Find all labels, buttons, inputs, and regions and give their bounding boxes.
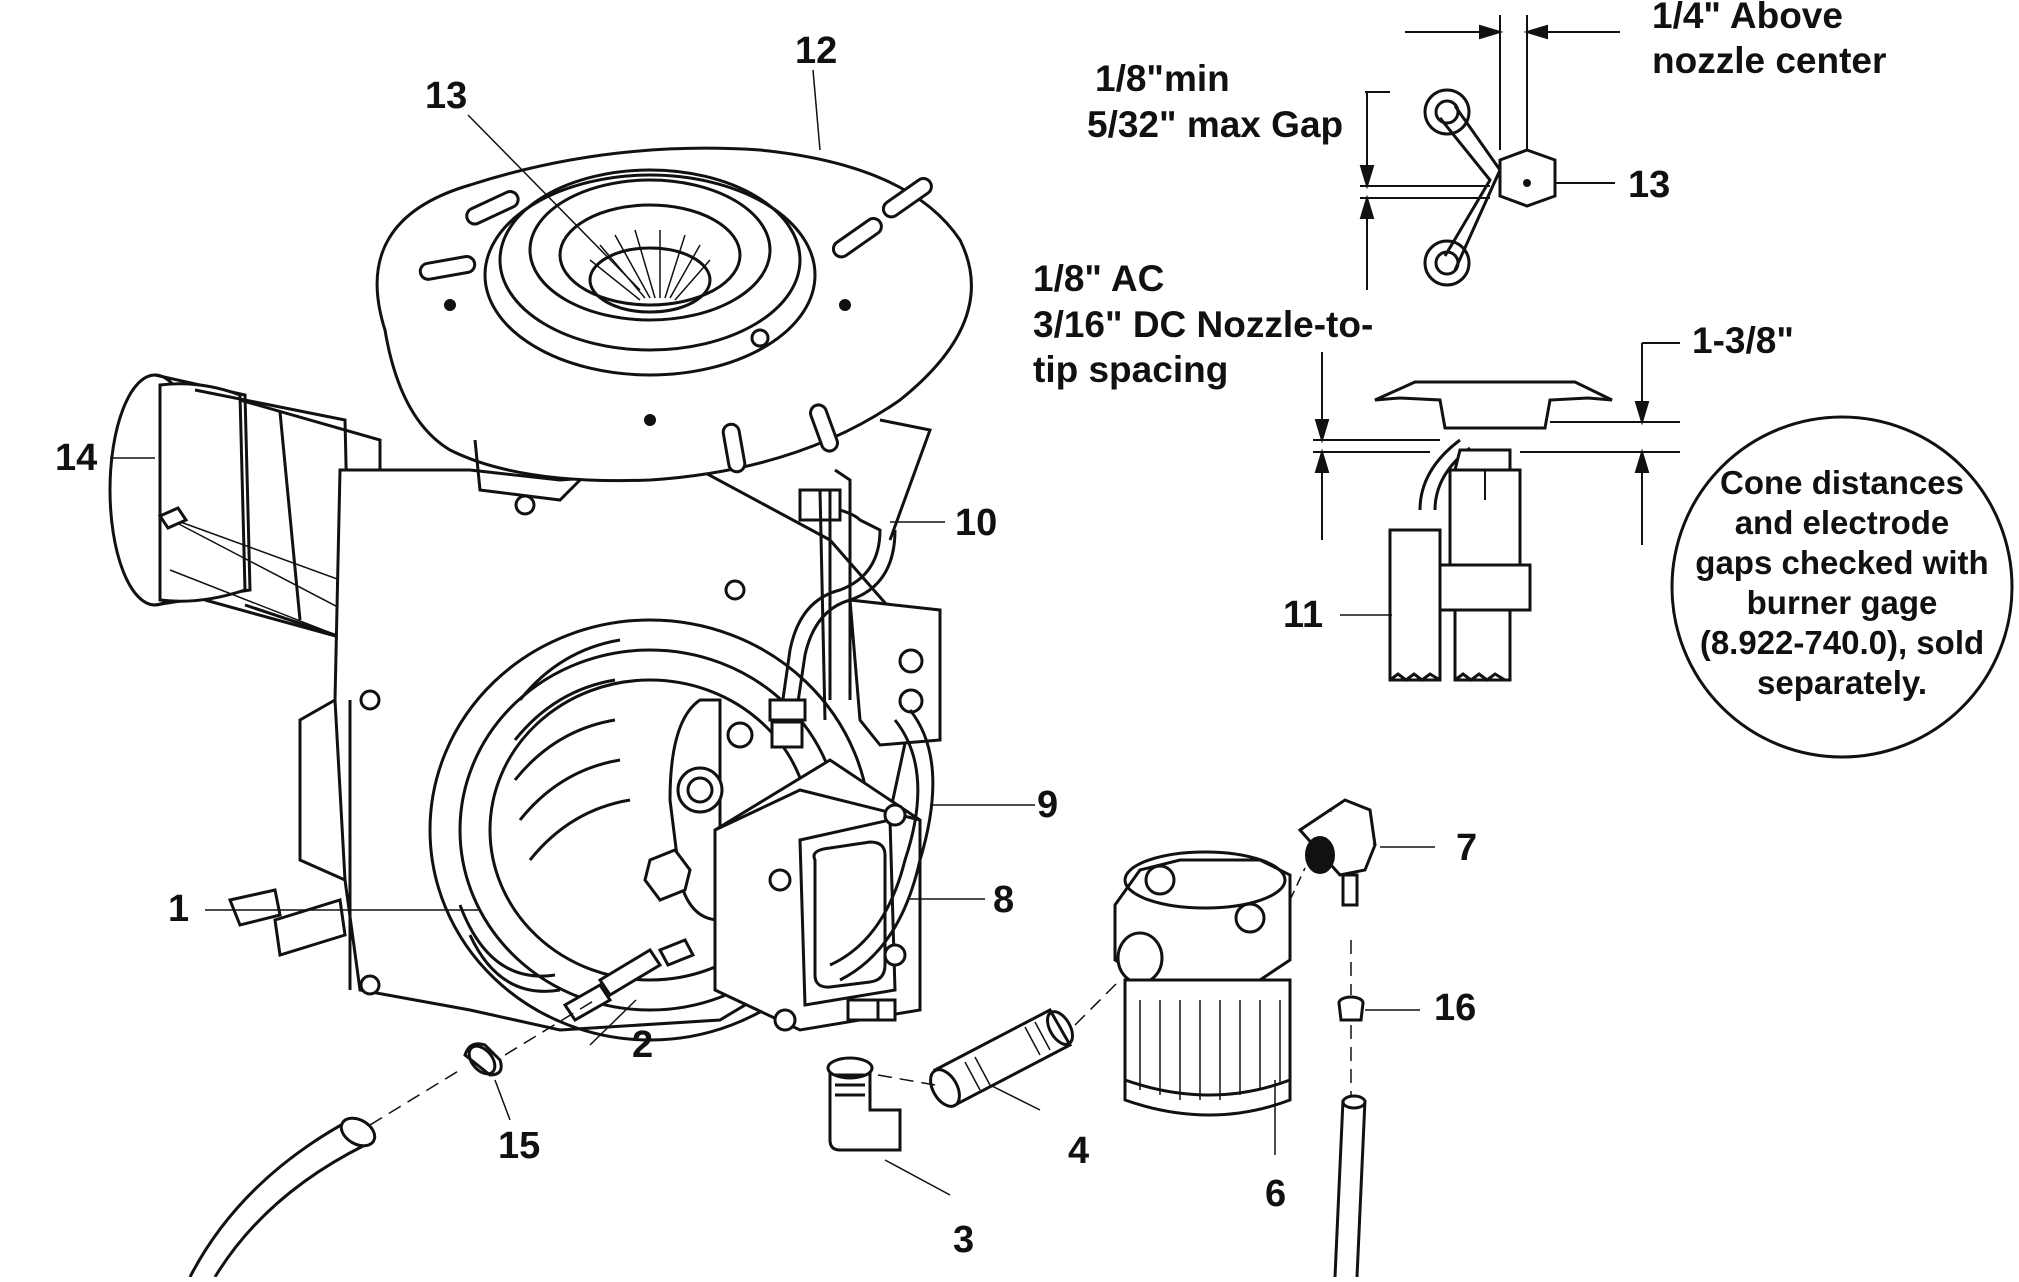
nozzle-line: [768, 468, 942, 749]
hose-clamp-small: [1337, 995, 1365, 1022]
pipe-nipple: [929, 1008, 1074, 1108]
note-above-line2: nozzle center: [1652, 40, 1886, 81]
callout-8: 8: [993, 879, 1014, 921]
pump-line: [829, 709, 935, 982]
note-gap-line1: 1/8"min: [1095, 58, 1230, 99]
electrode-gap-detail: [1359, 15, 1620, 290]
elbow-fitting: [826, 998, 902, 1152]
callout-6: 6: [1265, 1173, 1286, 1215]
dimension-notes: 1/4" Above nozzle center 1/8"min 5/32" m…: [1033, 0, 1886, 390]
callout-11: 11: [1283, 594, 1323, 636]
callout-1: 1: [168, 888, 189, 930]
callout-3: 3: [953, 1219, 974, 1261]
callout-4: 4: [1068, 1130, 1089, 1172]
nozzle-tip-detail: [1313, 342, 1680, 682]
info-circle-text: Cone distances and electrode gaps checke…: [1695, 464, 1988, 701]
oil-filter: [1113, 850, 1292, 1117]
elbow-barb: [1297, 798, 1377, 907]
callout-14: 14: [55, 437, 97, 479]
note-spacing-line3: tip spacing: [1033, 349, 1228, 390]
callout-10: 10: [955, 502, 997, 544]
hose-clamp: [463, 1042, 503, 1077]
callout-13: 13: [425, 75, 467, 117]
callouts: 1 2 3 4 6 7 8 9 10 11 12 13 13 14 15 16: [55, 30, 1670, 1261]
callout-15: 15: [498, 1125, 540, 1167]
note-gap-line2: 5/32" max Gap: [1087, 104, 1343, 145]
note-above-line1: 1/4" Above: [1652, 0, 1843, 36]
leader-lines: [110, 69, 1435, 1196]
note-spacing-line1: 1/8" AC: [1033, 258, 1164, 299]
combustion-head: [483, 168, 817, 377]
info-line-3: gaps checked with: [1695, 544, 1988, 581]
fuel-pump: [643, 698, 922, 1032]
note-spacing-line2: 3/16" DC Nozzle-to-: [1033, 304, 1373, 345]
callout-2: 2: [632, 1024, 653, 1066]
burner-assembly: [108, 146, 1377, 1278]
info-line-4: burner gage: [1747, 584, 1938, 621]
return-hose: [188, 1116, 377, 1278]
barb-fitting: [562, 938, 696, 1022]
callout-9: 9: [1037, 784, 1058, 826]
callout-12: 12: [795, 30, 837, 72]
info-line-2: and electrode: [1735, 504, 1950, 541]
note-cone-dimension: 1-3/8": [1692, 320, 1794, 361]
callout-16: 16: [1434, 987, 1476, 1029]
callout-13-detail: 13: [1628, 164, 1670, 206]
suction-hose: [1333, 1094, 1367, 1278]
info-circle: [1670, 415, 2014, 759]
info-line-6: separately.: [1757, 664, 1927, 701]
info-line-5: (8.922-740.0), sold: [1700, 624, 1984, 661]
callout-7: 7: [1456, 827, 1477, 869]
info-line-1: Cone distances: [1720, 464, 1964, 501]
